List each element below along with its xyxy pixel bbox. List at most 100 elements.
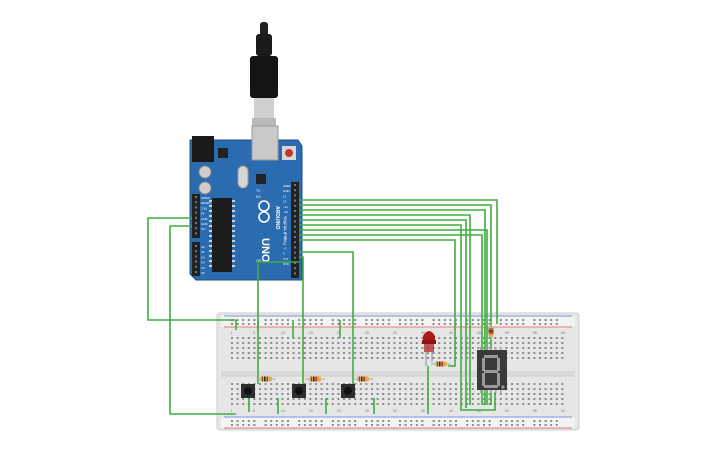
chip-pin <box>232 205 235 207</box>
resistor-band <box>436 361 439 367</box>
hole <box>415 342 418 344</box>
rail-hole <box>331 323 334 325</box>
hole <box>511 347 513 349</box>
header-hole <box>195 271 197 273</box>
hole <box>320 337 323 339</box>
rail-hole <box>415 424 418 426</box>
header-hole <box>195 201 197 204</box>
hole <box>415 352 418 354</box>
seven-segment-display[interactable]: 8 <box>0 0 507 393</box>
chip-pin <box>232 200 235 202</box>
rail-hole <box>443 420 446 422</box>
chip-pin <box>232 210 235 212</box>
rail-hole <box>404 420 407 422</box>
hole <box>533 403 536 405</box>
arduino-uno-board[interactable]: ARDUINO UNO DIGITAL (PWM~) ON TX RX AREF… <box>189 125 303 281</box>
hole <box>466 357 469 359</box>
reset-button-cap[interactable] <box>285 149 293 157</box>
hole <box>466 403 469 405</box>
wire <box>169 225 236 415</box>
push-button-2[interactable] <box>292 384 306 398</box>
hole <box>320 357 323 359</box>
hole <box>399 342 401 344</box>
led-red[interactable] <box>422 331 436 366</box>
hole <box>382 403 385 405</box>
hole <box>275 393 278 395</box>
header-hole <box>195 232 197 235</box>
hole <box>550 357 553 359</box>
hole <box>399 352 401 354</box>
hole <box>550 352 553 354</box>
hole <box>343 357 345 359</box>
hole <box>555 347 558 349</box>
segment <box>484 370 498 373</box>
hole <box>348 342 351 344</box>
hole <box>264 383 267 385</box>
header-hole <box>294 204 296 207</box>
hole <box>309 337 312 339</box>
header-hole <box>195 260 197 263</box>
hole <box>393 383 396 385</box>
hole <box>432 403 435 405</box>
hole <box>231 342 233 344</box>
hole <box>275 357 278 359</box>
hole <box>516 388 519 390</box>
rail-hole <box>281 424 284 426</box>
hole <box>292 357 295 359</box>
rail-hole <box>399 319 401 321</box>
hole <box>343 347 345 349</box>
resistor <box>353 376 373 382</box>
power-pin-label: GND <box>201 217 209 221</box>
hole <box>404 347 407 349</box>
hole <box>275 347 278 349</box>
hole <box>309 352 312 354</box>
chip-pin <box>209 220 212 222</box>
hole <box>505 347 508 349</box>
display-pin <box>480 390 482 393</box>
breadboard[interactable]: 1155101015152020252530303535404045455050… <box>216 312 580 431</box>
rail-hole <box>231 420 233 422</box>
hole <box>354 403 357 405</box>
hole <box>382 388 385 390</box>
digital-pin-label: 13 <box>283 194 287 198</box>
usb-cable[interactable] <box>250 22 278 126</box>
rail-hole <box>365 420 368 422</box>
rail-hole <box>471 420 474 422</box>
hole <box>505 393 508 395</box>
resistor-band <box>361 376 363 382</box>
column-label: 30 <box>393 331 397 335</box>
hole <box>555 357 558 359</box>
analog-pin-header[interactable] <box>192 242 200 276</box>
rail-hole <box>287 319 289 321</box>
digital-pin-label: ~5 <box>283 236 287 240</box>
power-pin-header[interactable] <box>192 194 200 238</box>
hole <box>242 403 245 405</box>
display-pin <box>495 390 497 393</box>
push-button-1[interactable] <box>241 384 255 398</box>
push-button-3[interactable] <box>341 384 355 398</box>
rail-hole <box>499 323 502 325</box>
hole <box>404 398 407 400</box>
chip-pin <box>232 255 235 257</box>
hole <box>443 347 446 349</box>
arduino-model-text: UNO <box>259 238 271 263</box>
digital-pin-header[interactable] <box>291 182 299 278</box>
rail-hole <box>438 323 441 325</box>
resistor-band <box>363 376 365 382</box>
display-digit-value: 8 <box>0 0 1 1</box>
hole <box>415 403 418 405</box>
hole <box>281 393 284 395</box>
column-label: 35 <box>421 409 425 413</box>
rail-hole <box>303 424 306 426</box>
hole <box>415 347 418 349</box>
rail-hole <box>499 420 502 422</box>
hole <box>298 403 301 405</box>
hole <box>432 393 435 395</box>
rail-hole <box>539 323 541 325</box>
hole <box>471 347 474 349</box>
hole <box>522 388 525 390</box>
hole <box>466 398 469 400</box>
hole <box>365 383 368 385</box>
header-holes <box>195 184 296 275</box>
hole <box>539 342 541 344</box>
